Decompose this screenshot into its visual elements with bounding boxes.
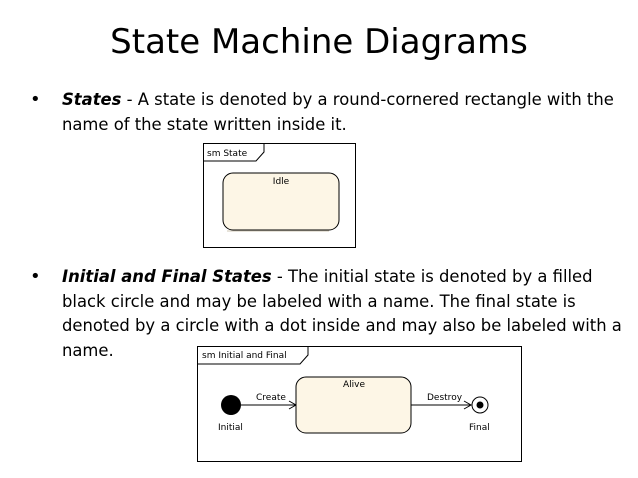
create-label: Create xyxy=(256,393,286,403)
state-name: Alive xyxy=(343,380,365,390)
state-name: Idle xyxy=(273,177,290,187)
initial-final-diagram: sm Initial and Final Initial Create Aliv… xyxy=(197,346,523,467)
slide-title: State Machine Diagrams xyxy=(110,22,528,62)
initial-label: Initial xyxy=(218,423,243,433)
bullet-keyword: States xyxy=(62,90,122,109)
frame-tab xyxy=(197,346,309,365)
bullet-dot: • xyxy=(30,89,41,110)
final-state-dot xyxy=(476,401,484,409)
final-label: Final xyxy=(469,423,490,433)
frame-label: sm State xyxy=(207,149,248,159)
bullet-dot: • xyxy=(30,266,41,287)
state-idle xyxy=(222,172,340,231)
bullet-states: • States - A state is denoted by a round… xyxy=(30,88,622,137)
bullet-text: - A state is denoted by a round-cornered… xyxy=(62,90,614,134)
bullet-text: - The initial state is denoted by a fill… xyxy=(62,267,622,360)
bullet-initial-final: • Initial and Final States - The initial… xyxy=(30,265,622,363)
initial-final-svg: sm Initial and Final Initial Create Aliv… xyxy=(197,346,522,462)
frame-tab xyxy=(203,143,265,162)
destroy-label: Destroy xyxy=(427,393,463,403)
state-diagram: sm State Idle xyxy=(203,143,357,253)
initial-state-node xyxy=(221,395,241,415)
state-diagram-svg: sm State Idle xyxy=(203,143,356,248)
bullet-keyword: Initial and Final States xyxy=(62,267,272,286)
frame-label: sm Initial and Final xyxy=(202,351,287,361)
destroy-arrowhead xyxy=(463,400,473,410)
